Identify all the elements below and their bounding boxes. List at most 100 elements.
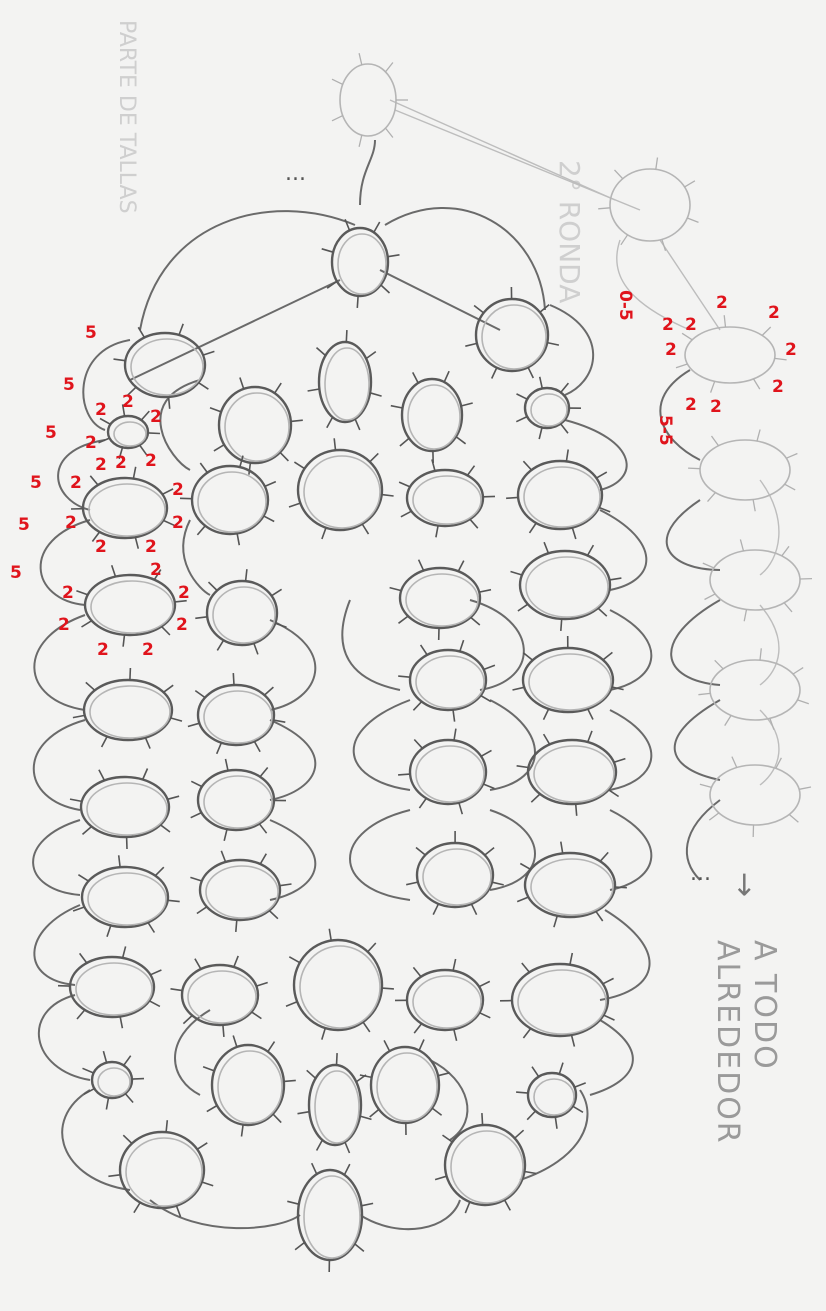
picot [362,524,368,534]
picot [83,1068,94,1073]
picot [432,1108,442,1115]
picot [284,1080,296,1081]
picot [233,673,234,685]
picot [264,687,273,695]
ring [203,1036,296,1137]
count-small-3: 2 [150,407,162,427]
ring-outline [710,550,800,610]
picot [576,804,577,816]
count-mid-1: 2 [70,473,82,493]
ring [73,668,182,749]
ring-outline [198,770,274,830]
picot [168,796,180,799]
picot [106,1098,108,1110]
ring [191,759,286,841]
picot [223,1025,224,1037]
ring [391,371,473,463]
picot [268,1042,275,1052]
picot [465,1202,470,1213]
picot [133,467,135,479]
ring-sketch-line [518,970,606,1034]
picot [197,907,207,914]
count-mid-4: 2 [172,480,184,500]
picot [471,617,480,625]
picot [467,466,474,476]
picot [754,379,760,389]
caption-arrow: → [727,872,762,897]
red-annotations: 5 5 5 5 5 5 2 2 2 2 2 2 2 2 2 2 2 2 2 2 … [10,290,797,660]
picot [588,545,594,555]
ring-sketch-line [304,456,380,528]
ring-outline [410,650,486,710]
ring-sketch-line [406,574,478,626]
ring-outline [402,379,462,451]
picot [80,953,87,963]
picot [561,619,562,631]
ring [76,565,186,647]
picot [197,1143,207,1150]
picot [715,660,723,669]
ring-sketch-line [89,484,165,536]
picot [78,875,88,881]
ring-sketch-line [534,1079,574,1115]
picot [459,803,462,815]
picot [531,794,540,802]
picot [789,815,798,823]
picot [700,784,712,787]
picot [368,943,376,952]
picot [544,542,548,553]
ring-outline [700,440,790,500]
picot [103,1051,106,1063]
picot [275,623,286,627]
picot [712,436,719,446]
picot [112,565,116,576]
picot [435,1176,447,1179]
picot [604,1015,615,1020]
picot [518,604,528,611]
ring-outline [710,660,800,720]
ring [516,1063,586,1129]
picot [656,158,658,170]
picot [265,482,276,487]
count-left-1: 5 [63,375,75,395]
picot [398,774,410,775]
picot [374,222,380,232]
picot [108,1175,120,1177]
ring-outline [685,327,775,383]
picot [603,978,614,983]
ring-sketch-line [531,859,613,915]
ring-sketch-line [416,746,484,802]
picot [138,327,144,337]
picot [236,920,237,932]
picot [260,854,266,864]
ring [71,467,174,549]
picot [399,616,409,623]
picot [561,424,568,434]
picot [298,1112,310,1114]
ring-sketch-line [408,385,460,449]
picot [544,709,549,720]
count-right-b: 2 [662,315,674,335]
ring-sketch-line [526,557,608,617]
picot [574,1083,585,1087]
picot [191,781,202,786]
picot [200,463,207,473]
picot [782,546,789,556]
picot [249,463,251,475]
ring-sketch-line [531,394,567,426]
picot [242,1125,244,1137]
ring [322,219,400,308]
picot [280,452,288,461]
ring-outline [340,64,396,136]
count-left-top: 5 [85,323,97,343]
picot [307,1070,316,1078]
ring-sketch-line [198,472,266,532]
picot [685,181,695,187]
picot [460,640,464,651]
picot [382,988,394,989]
picot [102,736,108,747]
picot [566,450,568,462]
picot [183,1016,192,1024]
ring-outline [371,1047,439,1123]
picot [744,610,746,622]
